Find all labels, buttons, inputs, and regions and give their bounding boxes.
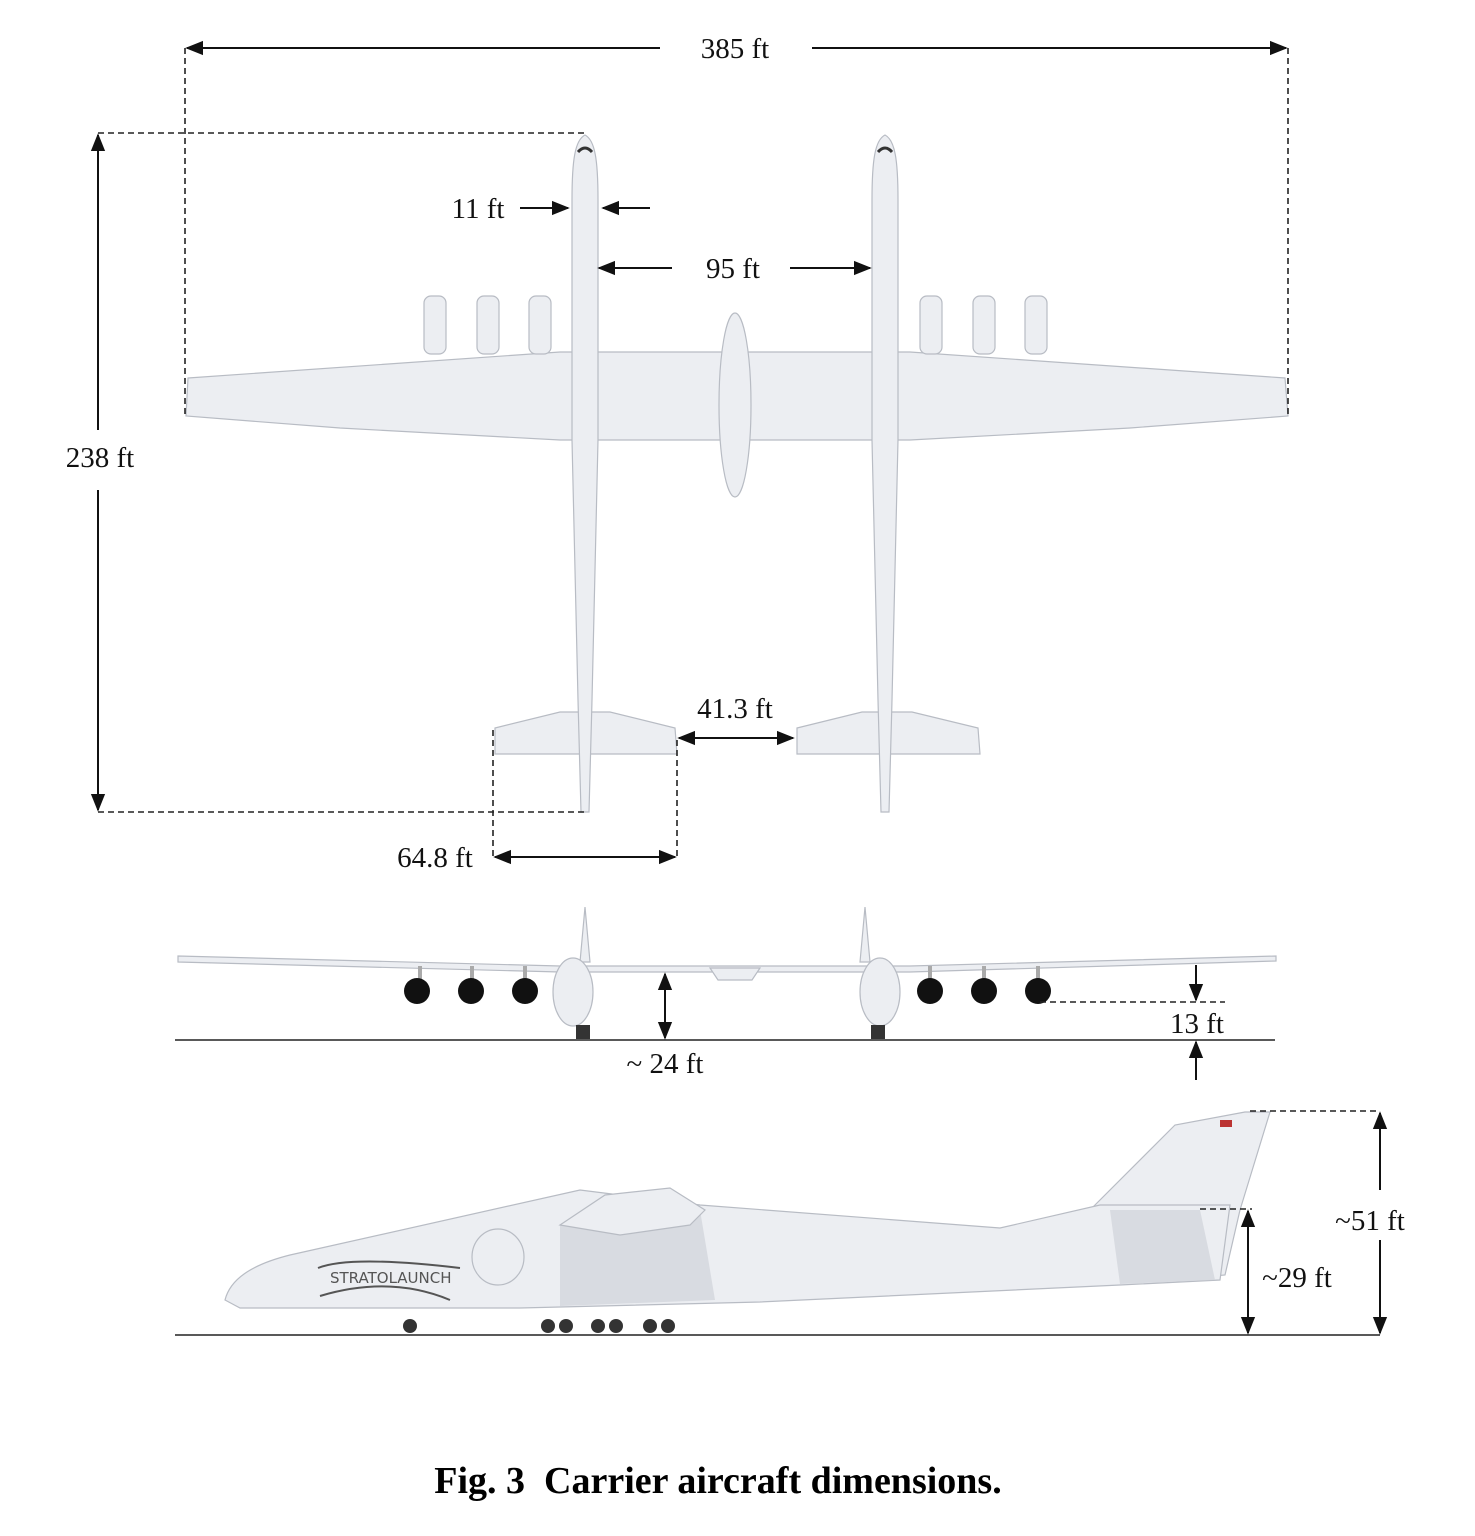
right-fuselage-front — [859, 957, 901, 1027]
flag-icon — [1220, 1120, 1232, 1127]
engine-clearance-label: 13 ft — [1170, 1008, 1224, 1040]
left-fuselage — [571, 134, 599, 813]
engine-side — [471, 1228, 525, 1286]
logo: STRATOLAUNCH — [330, 1269, 451, 1287]
top-view — [185, 134, 1289, 813]
stabilizer-height-label: ~29 ft — [1262, 1262, 1332, 1294]
front-view-dimensions: ~ 24 ft 13 ft — [627, 965, 1225, 1080]
wing-side — [558, 1187, 706, 1236]
side-view-dimensions: ~51 ft ~29 ft — [1200, 1110, 1405, 1335]
front-view — [175, 906, 1277, 1041]
length-label: 238 ft — [66, 442, 134, 474]
fuselage-clearance-label: ~ 24 ft — [627, 1048, 704, 1080]
engine-pods-top — [423, 295, 1048, 355]
left-fuselage-front — [552, 957, 594, 1027]
front-wing — [177, 955, 1277, 973]
top-view-dimensions: 385 ft 238 ft 11 ft 95 ft 41.3 ft 64.8 f… — [66, 33, 1289, 874]
tail-gap-label: 41.3 ft — [697, 693, 773, 725]
tail-span-label: 64.8 ft — [397, 842, 473, 874]
engines-front — [404, 966, 1051, 1004]
landing-gear — [403, 1319, 675, 1333]
tail-height-label: ~51 ft — [1335, 1205, 1405, 1237]
fuselage-spacing-label: 95 ft — [706, 253, 760, 285]
side-view: STRATOLAUNCH — [175, 1111, 1380, 1336]
figure-caption: Fig. 3 Carrier aircraft dimensions. — [434, 1460, 1001, 1502]
fuselage-width-label: 11 ft — [452, 193, 505, 225]
wingspan-label: 385 ft — [701, 33, 769, 65]
side-fuselage — [224, 1189, 1231, 1309]
right-fuselage — [871, 134, 899, 813]
center-wing-pod — [718, 312, 752, 498]
